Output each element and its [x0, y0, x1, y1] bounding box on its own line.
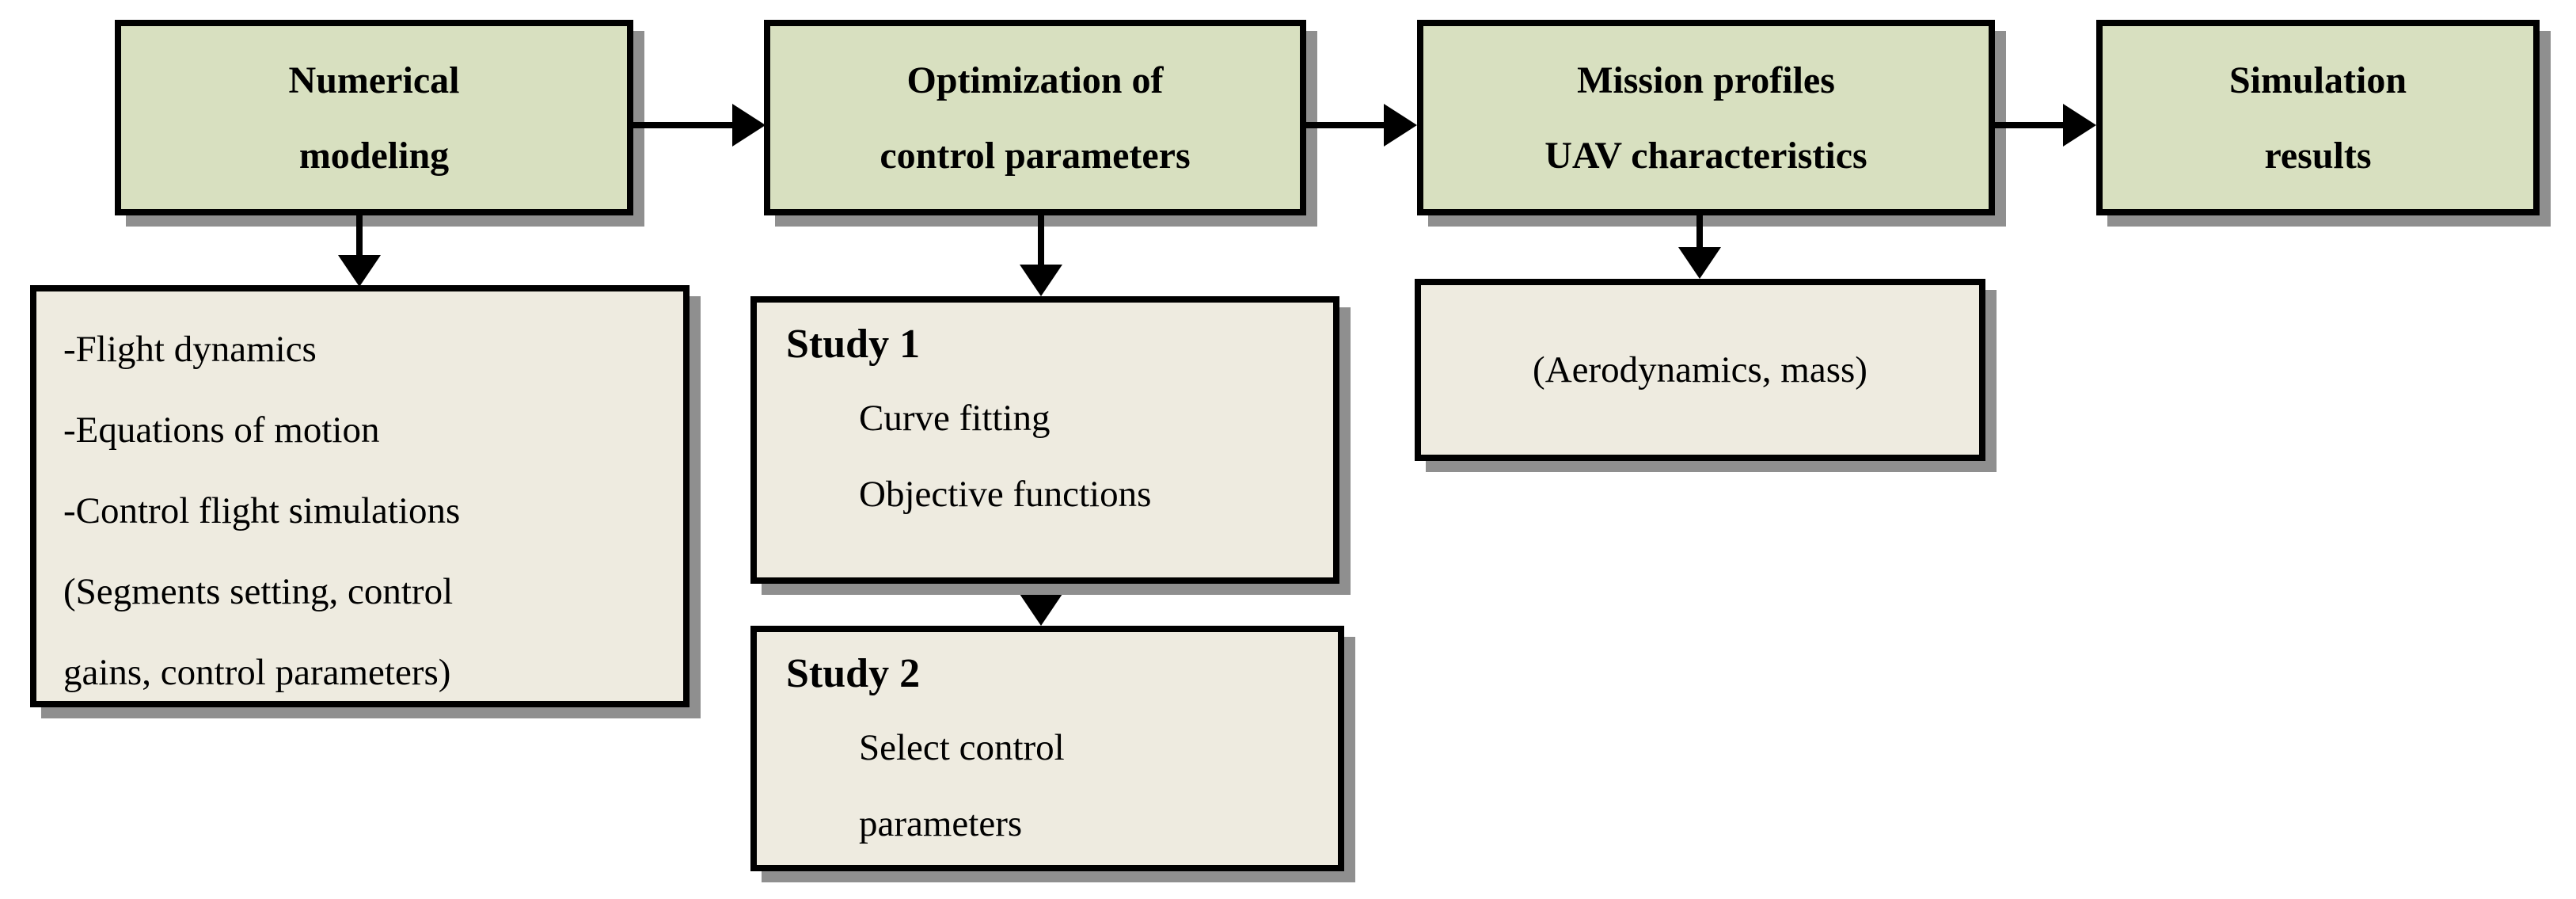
arrowhead-down-icon: [1020, 265, 1062, 296]
detail-line: -Equations of motion: [63, 410, 380, 451]
stage-box-simulation-results: Simulation results: [2096, 20, 2540, 215]
detail-box-text: -Flight dynamics -Equations of motion -C…: [36, 291, 683, 713]
arrow-line-mission-to-aerodynamics: [1696, 215, 1703, 250]
aerodynamics-mass-label: (Aerodynamics, mass): [1533, 349, 1867, 390]
stage-box-label: Mission profiles: [1577, 59, 1835, 101]
arrowhead-down-icon: [1678, 247, 1721, 279]
arrow-line-mission-to-simulation: [1995, 122, 2066, 128]
detail-box-study2: Study 2 Select control parameters: [750, 626, 1344, 871]
arrowhead-down-icon: [1020, 594, 1062, 626]
stage-box-optimization: Optimization of control parameters: [764, 20, 1306, 215]
detail-line: -Flight dynamics: [63, 329, 317, 370]
stage-box-label: modeling: [298, 134, 450, 177]
detail-box-aerodynamics-mass: (Aerodynamics, mass): [1415, 279, 1985, 461]
detail-line: (Segments setting, control: [63, 571, 454, 612]
arrow-line-optimization-to-mission: [1306, 122, 1387, 128]
arrowhead-right-icon: [2063, 104, 2096, 147]
stage-box-label: results: [2264, 134, 2372, 177]
detail-box-numerical-modeling: -Flight dynamics -Equations of motion -C…: [30, 285, 690, 707]
detail-box-study1: Study 1 Curve fitting Objective function…: [750, 296, 1339, 584]
detail-line: -Control flight simulations: [63, 490, 461, 531]
stage-box-label: Numerical: [288, 59, 460, 101]
study2-line: Select control: [859, 727, 1065, 768]
stage-box-label: Simulation: [2228, 59, 2407, 101]
stage-box-label: Optimization of: [906, 59, 1164, 101]
study1-line: Curve fitting: [859, 398, 1051, 439]
stage-box-mission-profiles: Mission profiles UAV characteristics: [1417, 20, 1995, 215]
study1-line: Objective functions: [859, 474, 1152, 515]
stage-box-label: UAV characteristics: [1544, 134, 1867, 177]
arrowhead-right-icon: [1384, 104, 1417, 147]
study2-line: parameters: [859, 803, 1023, 844]
arrow-line-study1-to-study2: [1038, 584, 1044, 597]
arrowhead-down-icon: [338, 255, 381, 287]
study2-title: Study 2: [786, 651, 921, 696]
arrow-line-numerical-to-optimization: [633, 122, 735, 128]
arrowhead-right-icon: [732, 104, 766, 147]
stage-box-numerical-modeling: Numerical modeling: [115, 20, 633, 215]
arrow-line-numerical-to-details: [356, 215, 363, 258]
stage-box-label: control parameters: [880, 134, 1191, 177]
detail-line: gains, control parameters): [63, 652, 451, 693]
study1-title: Study 1: [786, 322, 921, 367]
arrow-line-optimization-to-study1: [1038, 215, 1044, 268]
